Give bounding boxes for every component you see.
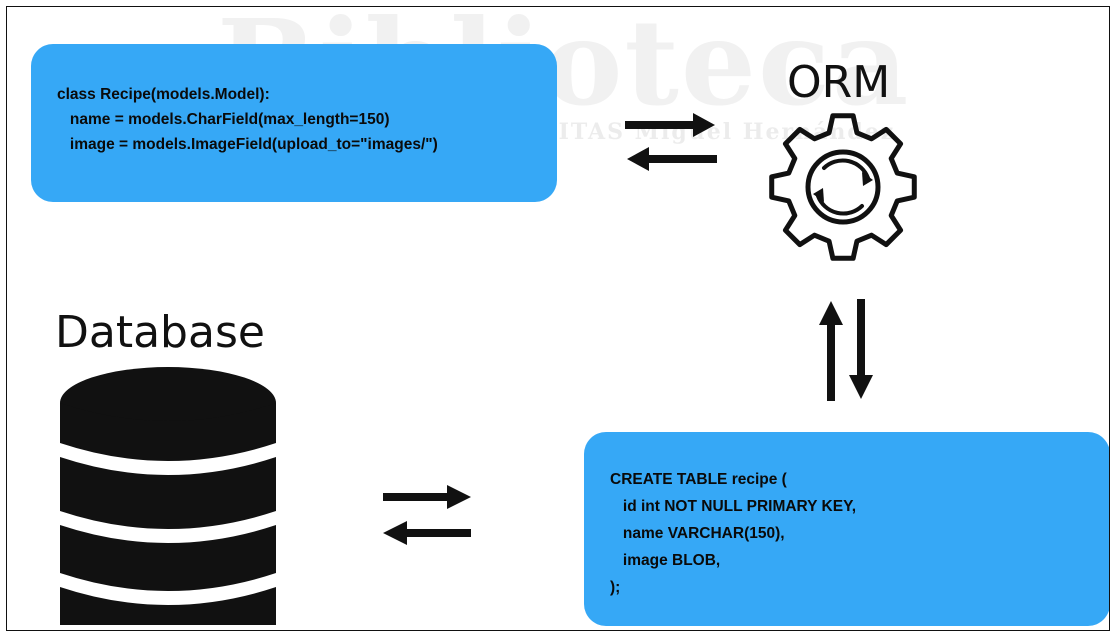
database-cylinder-icon — [60, 367, 276, 625]
gear-sync-icon — [769, 113, 917, 261]
sql-code-line: name VARCHAR(150), — [610, 525, 785, 542]
swap-horizontal-arrows-icon — [625, 113, 717, 171]
swap-horizontal-arrows-icon — [383, 485, 471, 545]
swap-vertical-arrows-icon — [819, 299, 873, 401]
sql-code-line: ); — [610, 579, 621, 596]
sql-code-line: image BLOB, — [610, 552, 721, 569]
orm-title: ORM — [787, 57, 891, 108]
model-code-line: name = models.CharField(max_length=150) — [57, 111, 390, 128]
diagram-canvas: Biblioteca UNIVERSITAS Miguel Hernández … — [6, 6, 1110, 631]
sql-code-box: CREATE TABLE recipe ( id int NOT NULL PR… — [584, 432, 1109, 626]
model-code-line: class Recipe(models.Model): — [57, 86, 270, 103]
sql-code-line: id int NOT NULL PRIMARY KEY, — [610, 498, 857, 515]
model-code-box: class Recipe(models.Model): name = model… — [31, 44, 557, 202]
sql-code-line: CREATE TABLE recipe ( — [610, 471, 787, 488]
model-code-line: image = models.ImageField(upload_to="ima… — [57, 136, 438, 153]
database-title: Database — [55, 307, 265, 358]
